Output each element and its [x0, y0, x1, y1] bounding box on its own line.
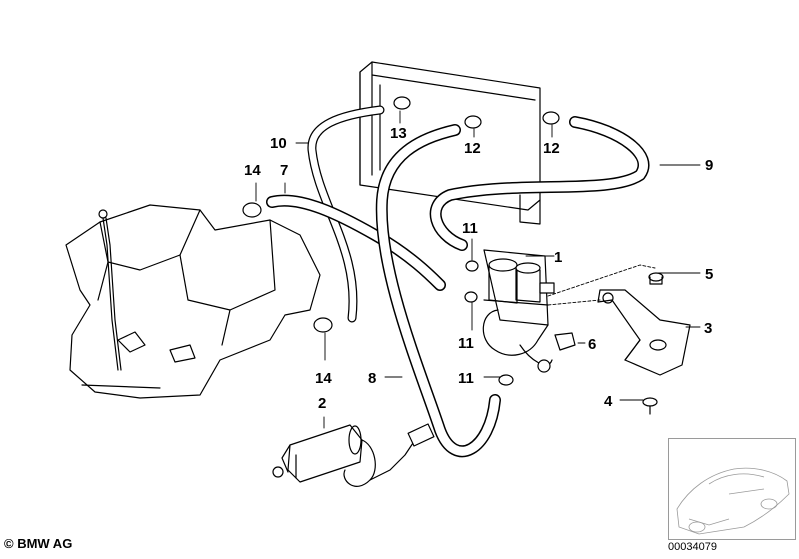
callout-3: 3	[704, 320, 712, 337]
callout-14-top: 14	[244, 162, 261, 179]
callout-12-left: 12	[464, 140, 481, 157]
copyright-label: © BMW AG	[4, 536, 73, 551]
car-outline-icon	[676, 467, 790, 535]
callout-1: 1	[554, 249, 562, 266]
callout-2: 2	[318, 395, 326, 412]
callout-labels: 1 2 3 4 5 6 7 8 9 10 11 11 11 12 12 13 1…	[244, 125, 713, 412]
callout-11-bottom: 11	[458, 370, 474, 387]
hose-7	[266, 194, 446, 291]
callout-4: 4	[604, 393, 613, 410]
callout-5: 5	[705, 266, 713, 283]
callout-9: 9	[705, 157, 713, 174]
callout-13: 13	[390, 125, 407, 142]
hose-10	[307, 105, 385, 323]
hose-8	[375, 124, 501, 458]
transmission-housing	[65, 204, 321, 399]
auxiliary-water-pump	[272, 423, 435, 487]
callout-6: 6	[588, 336, 596, 353]
bracket	[597, 289, 691, 376]
callout-11-middle: 11	[458, 335, 474, 352]
callout-7: 7	[280, 162, 288, 179]
leader-lines	[255, 110, 701, 429]
callout-12-right: 12	[543, 140, 560, 157]
callout-11-top: 11	[462, 220, 478, 237]
connector-6	[554, 332, 576, 351]
bolt-4	[642, 397, 658, 415]
nut-5	[648, 272, 664, 285]
hose-9	[429, 116, 650, 251]
callout-10: 10	[270, 135, 287, 152]
diagram-id: 00034079	[668, 541, 717, 553]
water-valve	[482, 249, 555, 373]
dipstick	[98, 209, 122, 371]
vehicle-thumbnail	[668, 438, 796, 540]
hose-clamps	[242, 96, 560, 386]
callout-14-bottom: 14	[315, 370, 332, 387]
callout-8: 8	[368, 370, 376, 387]
